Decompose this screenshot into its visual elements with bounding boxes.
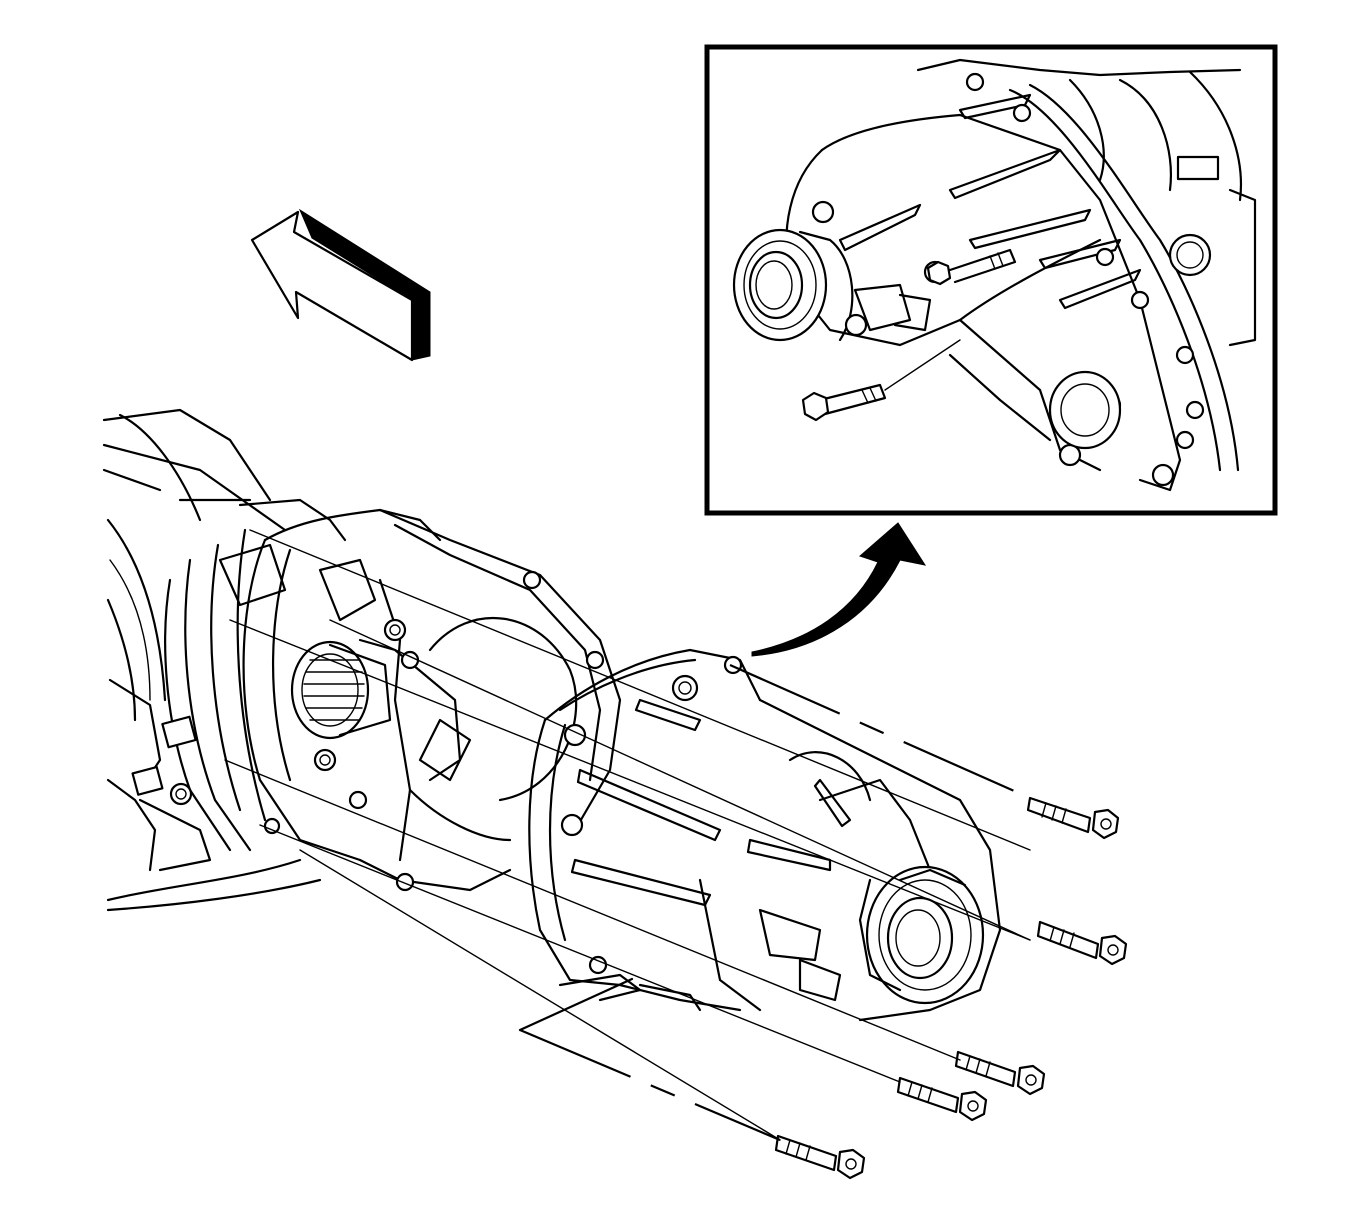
bolt-5 (774, 1134, 866, 1180)
bolt-3 (954, 1050, 1046, 1096)
bolt-1 (1026, 796, 1120, 840)
inset-bolt-upper (926, 248, 1017, 286)
inset-bolt (801, 339, 961, 422)
callout-arrow (751, 522, 927, 657)
alignment-lines (224, 529, 1031, 1142)
transfer-case-assembly (528, 648, 1002, 1022)
bolt-2 (1036, 920, 1128, 966)
inset-detail-view (732, 58, 1257, 492)
bolt-4 (896, 1076, 988, 1122)
adapter-housing (218, 508, 622, 892)
front-direction-arrow (250, 208, 431, 362)
transmission-assembly (102, 408, 347, 912)
